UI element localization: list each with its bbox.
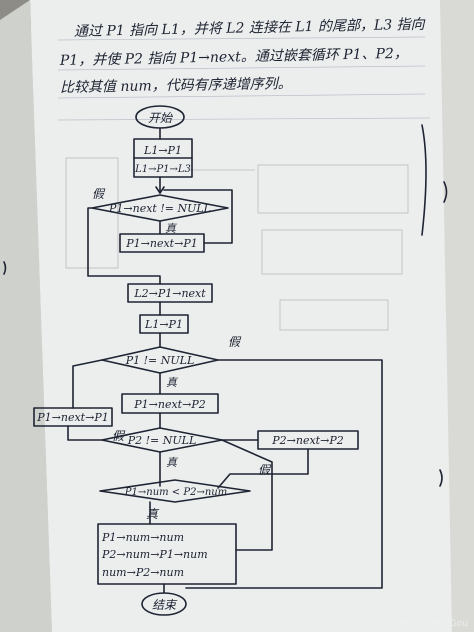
margin-marks	[3, 124, 448, 487]
advance-tail-block: P1→next→P1	[119, 233, 205, 253]
label-no-compare: 假	[258, 463, 272, 477]
set-p2-label: P1→next→P2	[133, 398, 205, 411]
note-line-3: 比较其值 num，代码有序递增序列。	[60, 76, 292, 96]
end-label: 结束	[152, 598, 178, 612]
advance-tail-label: P1→next→P1	[125, 237, 197, 250]
decision-tail-label: P1→next != NULL	[108, 202, 211, 215]
link-label: L2→P1→next	[133, 287, 206, 300]
label-no-inner: 假	[112, 429, 126, 443]
set-p2-block: P1→next→P2	[121, 393, 219, 414]
advance-inner-block: P2→next→P2	[257, 430, 359, 450]
decision-inner-label: P2 != NULL	[127, 434, 197, 447]
init-line-1: L1→P1	[143, 144, 182, 157]
swap-line-3: num→P2→num	[102, 566, 184, 579]
decision-compare-label: P1→num < P2→num	[124, 487, 227, 498]
description-note: 通过 P1 指向 L1，并将 L2 连接在 L1 的尾部，L3 指向 P1，并使…	[59, 17, 427, 96]
reset-block: L1→P1	[139, 314, 189, 334]
reset-label: L1→P1	[144, 318, 183, 331]
advance-outer-label: P1→next→P1	[36, 411, 108, 424]
label-yes-compare: 真	[146, 507, 160, 521]
init-line-2: L1→P1→L3	[134, 164, 191, 175]
swap-line-1: P1→num→num	[101, 531, 184, 544]
note-line-1: 通过 P1 指向 L1，并将 L2 连接在 L1 的尾部，L3 指向	[74, 17, 427, 40]
flowchart: 开始 L1→P1 L1→P1→L3 P1→next != NULL 假 真 P1…	[33, 105, 383, 616]
note-line-2: P1，并使 P2 指向 P1→next。通过嵌套循环 P1、P2，	[59, 46, 408, 69]
ruled-lines	[57, 36, 431, 121]
swap-block: P1→num→num P2→num→P1→num num→P2→num	[97, 523, 237, 585]
advance-inner-label: P2→next→P2	[271, 434, 343, 447]
start-label: 开始	[148, 111, 173, 125]
label-no-tail: 假	[92, 187, 106, 201]
label-yes-outer: 真	[166, 376, 179, 389]
csdn-watermark: CSDN @XING_Gou	[385, 619, 468, 629]
link-block: L2→P1→next	[127, 283, 213, 303]
advance-outer-block: P1→next→P1	[33, 407, 113, 427]
label-yes-inner: 真	[166, 456, 179, 469]
label-no-outer: 假	[228, 335, 242, 349]
decision-compare: P1→num < P2→num	[99, 479, 251, 503]
label-yes-tail: 真	[165, 222, 178, 235]
swap-line-2: P2→num→P1→num	[101, 548, 208, 561]
init-block: L1→P1 L1→P1→L3	[133, 138, 193, 178]
decision-outer-label: P1 != NULL	[125, 354, 195, 367]
